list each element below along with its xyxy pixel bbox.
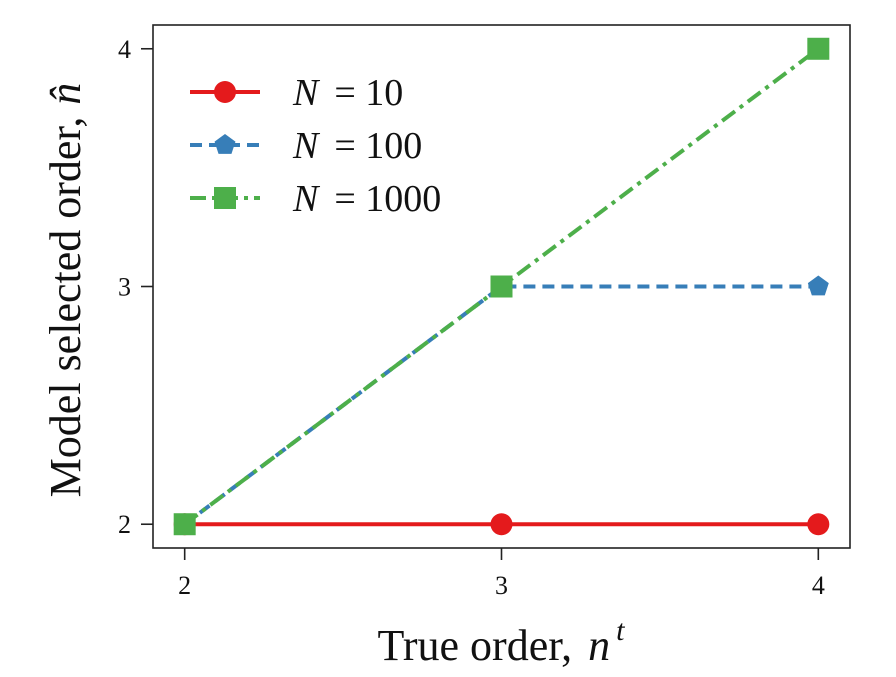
y-axis-label-text: Model selected order,: [41, 117, 90, 498]
x-tick-label: 4: [812, 571, 825, 600]
series-3: [173, 37, 830, 536]
series-line: [183, 284, 819, 526]
legend-label: N = 10: [292, 72, 403, 114]
legend-marker: [214, 81, 236, 103]
x-axis-label-superscript: t: [616, 614, 625, 647]
y-axis-label-symbol: n̂: [41, 83, 90, 105]
legend-label-variable: N: [292, 178, 321, 220]
x-axis-label-symbol: n: [588, 621, 610, 670]
tick-layer: 2 3 4 2 3 4: [118, 35, 825, 600]
data-point: [173, 513, 196, 536]
legend-label-variable: N: [292, 125, 321, 167]
legend-entry: N = 10: [190, 72, 403, 114]
data-point: [807, 513, 830, 536]
data-point: [490, 513, 513, 536]
legend-label-value: = 10: [334, 72, 403, 114]
y-tick-label: 2: [118, 510, 131, 539]
series-layer: [173, 37, 830, 536]
data-point: [490, 275, 513, 298]
legend-label-variable: N: [292, 72, 321, 114]
legend-label-value: = 100: [334, 125, 422, 167]
y-axis-label: Model selected order, n̂: [41, 83, 90, 498]
x-axis-label-text: True order,: [378, 621, 573, 670]
data-point: [807, 37, 830, 60]
legend-entry: N = 100: [190, 125, 422, 167]
legend-marker: [214, 134, 236, 154]
legend-label: N = 1000: [292, 178, 441, 220]
x-tick-label: 2: [178, 571, 191, 600]
data-point: [807, 275, 829, 296]
legend-marker: [214, 187, 236, 209]
y-tick-label: 3: [118, 273, 131, 302]
y-tick-label: 4: [118, 35, 131, 64]
legend-entry: N = 1000: [190, 178, 441, 220]
series-1: [173, 513, 830, 536]
legend-label: N = 100: [292, 125, 422, 167]
series-2: [174, 275, 829, 534]
x-tick-label: 3: [495, 571, 508, 600]
legend-label-value: = 1000: [334, 178, 441, 220]
